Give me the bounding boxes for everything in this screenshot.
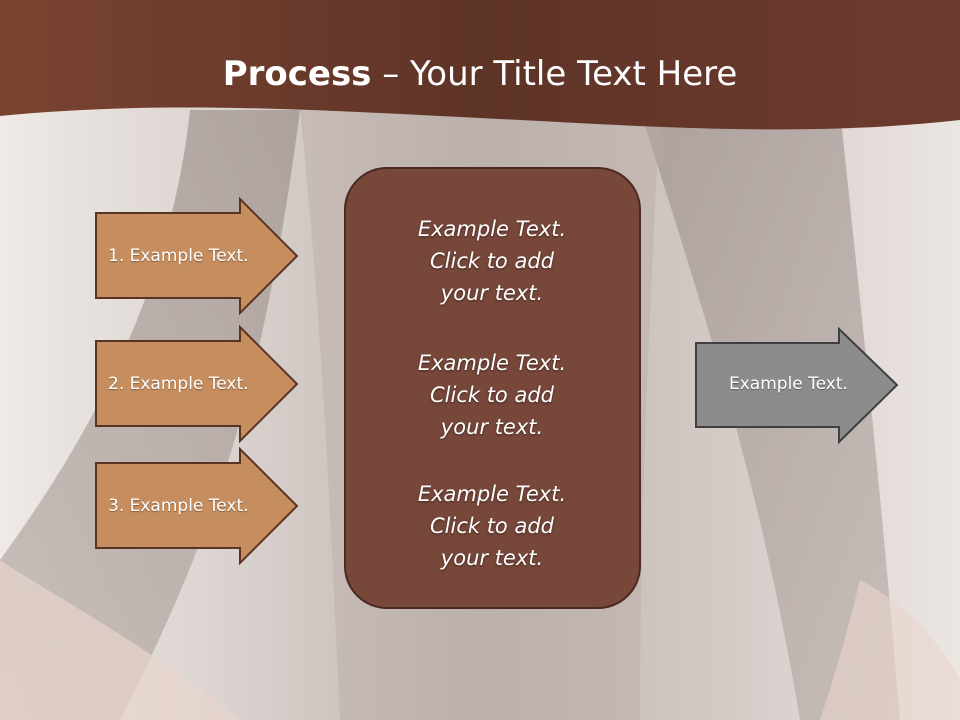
- text-line: your text.: [440, 546, 544, 570]
- center-text-block-2: Example Text. Click to add your text.: [346, 347, 638, 443]
- left-arrow-3[interactable]: [95, 446, 299, 566]
- page-title: Process – Your Title Text Here: [0, 52, 960, 96]
- title-bold: Process: [222, 54, 372, 94]
- text-line: Example Text.: [417, 482, 567, 506]
- left-arrow-1-label: 1. Example Text.: [108, 246, 249, 266]
- right-arrow[interactable]: [695, 326, 899, 445]
- center-text-block-1: Example Text. Click to add your text.: [346, 213, 638, 309]
- left-arrow-2[interactable]: [95, 324, 299, 444]
- text-line: your text.: [440, 415, 544, 439]
- left-arrow-1[interactable]: [95, 196, 299, 316]
- title-rest: – Your Title Text Here: [371, 54, 738, 94]
- text-line: Click to add: [429, 383, 554, 407]
- left-arrow-3-label: 3. Example Text.: [108, 496, 249, 516]
- text-line: Example Text.: [417, 351, 567, 375]
- center-box[interactable]: [344, 167, 641, 609]
- text-line: Example Text.: [417, 217, 567, 241]
- text-line: your text.: [440, 281, 544, 305]
- center-text-block-3: Example Text. Click to add your text.: [346, 478, 638, 574]
- right-arrow-label: Example Text.: [729, 374, 848, 394]
- text-line: Click to add: [429, 514, 554, 538]
- text-line: Click to add: [429, 249, 554, 273]
- left-arrow-2-label: 2. Example Text.: [108, 374, 249, 394]
